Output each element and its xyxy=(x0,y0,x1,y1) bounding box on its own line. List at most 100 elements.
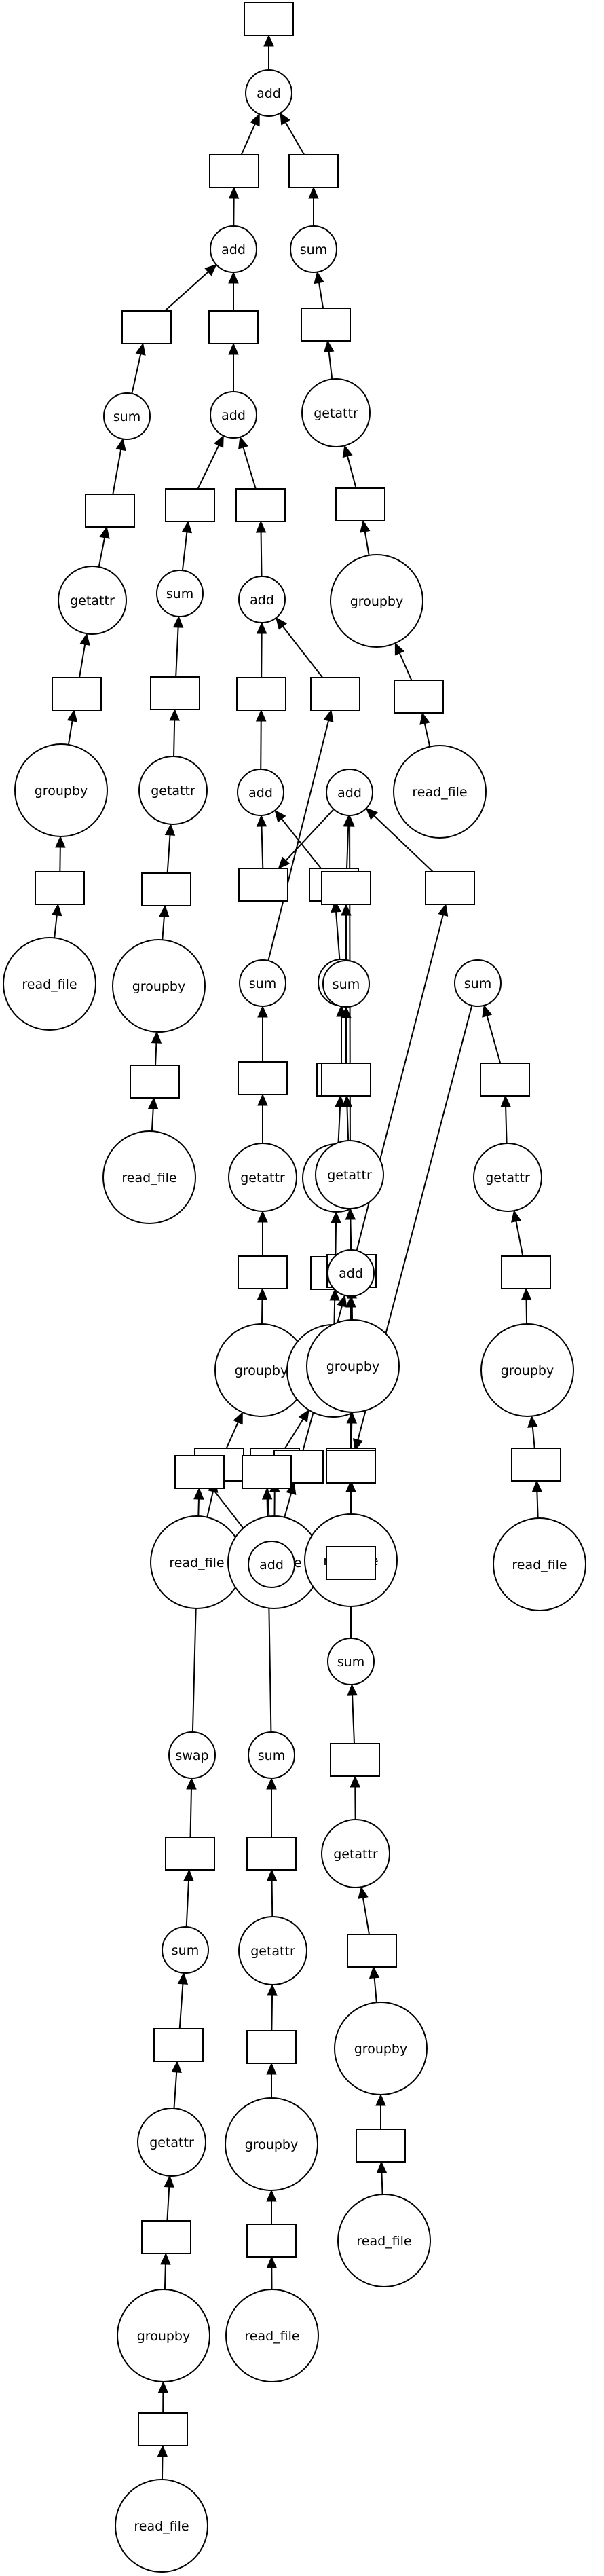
edge-line xyxy=(112,449,122,495)
arrowhead xyxy=(347,1683,358,1696)
task-node: groupby xyxy=(112,939,206,1033)
task-circle xyxy=(493,1517,586,1611)
task-node: add xyxy=(248,1541,295,1588)
edge-line xyxy=(98,537,106,568)
arrowhead xyxy=(263,34,274,47)
arrowhead xyxy=(344,814,355,827)
edge xyxy=(266,2189,277,2224)
edge xyxy=(266,2062,277,2098)
arrowhead xyxy=(335,1094,345,1107)
node-label: sum xyxy=(337,1655,364,1670)
edge-line xyxy=(240,124,256,155)
data-box xyxy=(236,677,286,711)
data-node xyxy=(326,1450,376,1484)
edge xyxy=(267,709,334,961)
edge-line xyxy=(318,282,324,309)
data-node xyxy=(335,487,385,521)
task-node: add xyxy=(237,769,284,816)
data-node xyxy=(238,1255,288,1289)
edge xyxy=(394,642,413,681)
edge xyxy=(350,1775,361,1820)
data-node xyxy=(52,677,102,711)
edge xyxy=(335,1094,345,1145)
node-label: read_file xyxy=(22,977,77,992)
task-node: groupby xyxy=(117,2289,210,2382)
task-circle xyxy=(315,1140,384,1209)
arrowhead xyxy=(308,186,319,199)
edge-line xyxy=(328,351,333,380)
edge-line xyxy=(285,122,305,155)
node-label: groupby xyxy=(132,979,186,994)
edge-line xyxy=(261,1299,263,1325)
arrowhead xyxy=(115,438,126,452)
edge-line xyxy=(206,1491,214,1517)
data-box xyxy=(321,871,371,905)
task-node: groupby xyxy=(330,554,423,648)
node-label: getattr xyxy=(149,2135,194,2150)
arrowhead xyxy=(55,835,66,848)
edge xyxy=(266,2256,278,2290)
data-node xyxy=(238,1061,288,1095)
node-label: groupby xyxy=(235,1363,288,1378)
node-label: read_file xyxy=(169,1556,224,1570)
data-node xyxy=(288,154,339,188)
node-label: groupby xyxy=(326,1359,380,1374)
edge-line xyxy=(486,1015,502,1064)
edge xyxy=(147,1097,159,1132)
node-label: groupby xyxy=(501,1363,554,1378)
data-node xyxy=(209,154,259,188)
task-node: sum xyxy=(248,1731,295,1779)
node-label: read_file xyxy=(356,2234,411,2249)
arrowhead xyxy=(255,709,267,722)
edge xyxy=(79,633,90,678)
edge xyxy=(257,1287,268,1325)
edge xyxy=(284,1409,309,1449)
edge xyxy=(160,2252,171,2290)
arrowhead xyxy=(204,263,217,276)
arrowhead xyxy=(257,1093,268,1106)
edge-line xyxy=(381,2172,383,2195)
edge xyxy=(323,339,335,380)
task-node: sum xyxy=(454,959,502,1007)
task-node: getattr xyxy=(228,1143,297,1212)
edge xyxy=(521,1287,532,1325)
node-label: sum xyxy=(113,409,140,424)
arrowhead xyxy=(164,2175,174,2188)
task-circle xyxy=(225,2289,319,2382)
edge-line xyxy=(337,1106,341,1145)
data-box xyxy=(511,1448,561,1482)
edge-line xyxy=(423,723,431,747)
arrowhead xyxy=(51,903,62,917)
node-label: read_file xyxy=(412,785,467,800)
data-node xyxy=(511,1448,561,1482)
edge xyxy=(369,1966,380,2003)
nodes-layer: addsumgetattrgroupbyread_fileaddsumgetat… xyxy=(3,2,586,2573)
edge xyxy=(266,1777,277,1837)
arrowhead xyxy=(323,709,334,722)
data-box xyxy=(85,494,135,528)
edge xyxy=(238,436,257,490)
arrowhead xyxy=(266,2062,277,2075)
arrowhead xyxy=(193,1487,204,1500)
arrowhead xyxy=(298,1409,309,1422)
node-label: groupby xyxy=(245,2137,299,2152)
arrowhead xyxy=(346,1411,358,1424)
task-circle xyxy=(168,1731,216,1779)
data-box xyxy=(246,1837,297,1871)
data-box xyxy=(238,1255,288,1289)
arrowhead xyxy=(186,1777,197,1790)
data-node xyxy=(141,2220,191,2254)
task-node: read_file xyxy=(337,2194,431,2287)
node-label: sum xyxy=(258,1748,285,1763)
arrowhead xyxy=(521,1287,532,1300)
task-circle xyxy=(290,225,337,273)
node-label: add xyxy=(248,786,273,801)
arrowhead xyxy=(261,1487,273,1500)
arrowhead xyxy=(157,2444,168,2457)
task-node: getattr xyxy=(58,566,127,635)
edge-line xyxy=(362,1897,370,1935)
edge xyxy=(131,342,146,394)
edge-line xyxy=(164,271,209,312)
edge-line xyxy=(515,1221,524,1257)
data-node xyxy=(244,2,294,36)
